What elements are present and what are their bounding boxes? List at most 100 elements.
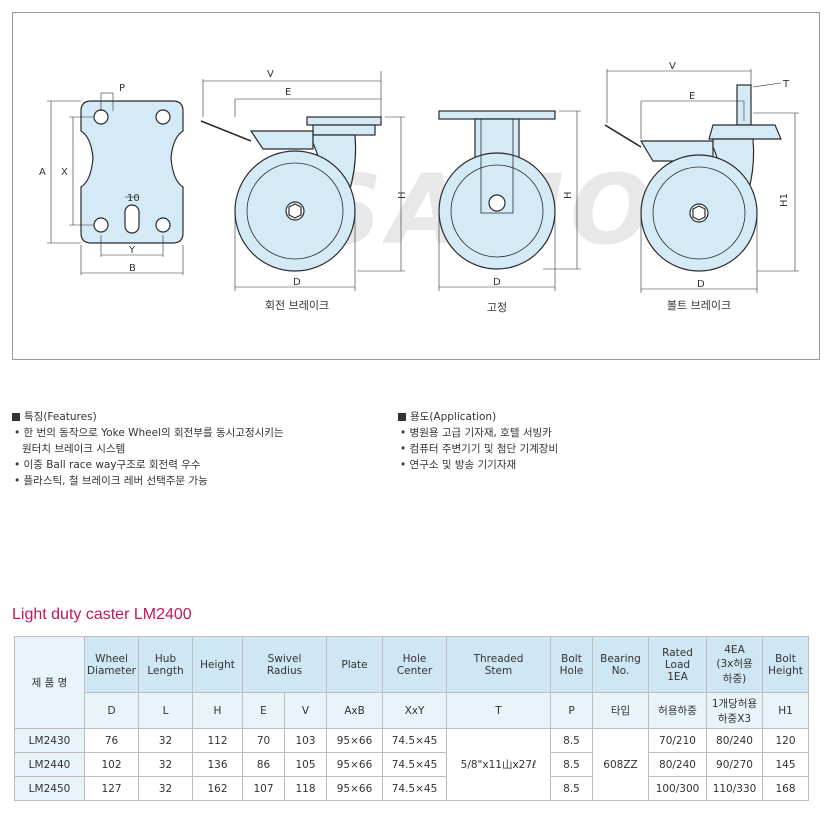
sub-header-type: 타입 [592, 692, 649, 729]
cell-axb: 95×66 [326, 776, 383, 801]
sub-header-d: D [84, 692, 139, 729]
sub-header-l: L [138, 692, 193, 729]
feature-item: • 이중 Ball race way구조로 회전력 우수 [14, 459, 201, 471]
cell-name: LM2450 [14, 776, 85, 801]
sub-header-v: V [284, 692, 327, 729]
sub-header-axb: AxB [326, 692, 383, 729]
cell-h: 136 [192, 752, 243, 777]
cell-l: 32 [138, 776, 193, 801]
cell-p: 8.5 [550, 776, 593, 801]
col-header-plate: Plate [326, 636, 383, 693]
dim-label-a: A [39, 167, 46, 178]
bolt-brake-caster-drawing [604, 69, 799, 293]
dim-label-10: 10 [127, 193, 140, 204]
cell-bearing: 608ZZ [592, 728, 649, 801]
cell-name: LM2430 [14, 728, 85, 753]
dim-label-y: Y [128, 245, 136, 256]
features-section: 특징(Features) • 한 번의 동작으로 Yoke Wheel의 회전부… [12, 409, 284, 489]
application-heading: 용도(Application) [398, 409, 558, 425]
col-header-height: Height [192, 636, 243, 693]
swivel-dim-h: H [397, 191, 408, 199]
table-row: LM2440 102 32 136 86 105 95×66 74.5×45 8… [14, 752, 809, 777]
fixed-dim-h: H [563, 191, 574, 199]
cell-e: 70 [242, 728, 285, 753]
sub-header-t: T [446, 692, 551, 729]
table-row: LM2430 76 32 112 70 103 95×66 74.5×45 5/… [14, 728, 809, 801]
cell-axb: 95×66 [326, 728, 383, 753]
cell-rated: 100/300 [648, 776, 707, 801]
cell-four: 90/270 [706, 752, 763, 777]
cell-stem: 5/8"x11山x27ℓ [446, 728, 551, 801]
feature-item: • 한 번의 동작으로 Yoke Wheel의 회전부를 동시고정시키는 [14, 427, 284, 439]
cell-axb: 95×66 [326, 752, 383, 777]
diagram-panel: SAMO P [12, 12, 820, 360]
sub-header-h1: H1 [762, 692, 809, 729]
square-bullet-icon [398, 413, 406, 421]
swivel-dim-v: V [267, 69, 274, 80]
cell-h: 112 [192, 728, 243, 753]
cell-four: 80/240 [706, 728, 763, 753]
cell-v: 105 [284, 752, 327, 777]
cell-rated: 80/240 [648, 752, 707, 777]
dim-label-b: B [129, 263, 136, 274]
feature-item-continued: 원터치 브레이크 시스템 [22, 443, 126, 455]
cell-l: 32 [138, 752, 193, 777]
cell-name: LM2440 [14, 752, 85, 777]
application-item: • 병원용 고급 기자재, 호텔 서빙카 [400, 427, 552, 439]
application-section: 용도(Application) • 병원용 고급 기자재, 호텔 서빙카 • 컴… [398, 409, 558, 473]
cell-d: 76 [84, 728, 139, 753]
cell-d: 102 [84, 752, 139, 777]
table-title: Light duty caster LM2400 [12, 606, 192, 623]
dim-label-x: X [61, 167, 68, 178]
caster-drawings: SAMO P [39, 61, 799, 293]
sub-header-h: H [192, 692, 243, 729]
bolt-dim-v: V [669, 61, 676, 72]
cell-xxy: 74.5×45 [382, 728, 447, 753]
table-row: LM2450 127 32 162 107 118 95×66 74.5×45 … [14, 776, 809, 801]
swivel-dim-e: E [285, 87, 291, 98]
feature-item: • 플라스틱, 철 브레이크 레버 선택주문 가능 [14, 475, 208, 487]
cell-l: 32 [138, 728, 193, 753]
cell-xxy: 74.5×45 [382, 776, 447, 801]
sub-header-p: P [550, 692, 593, 729]
cell-h1: 168 [762, 776, 809, 801]
cell-p: 8.5 [550, 728, 593, 753]
cell-v: 103 [284, 728, 327, 753]
fixed-caster-drawing [438, 110, 581, 291]
sub-header-load: 허용하중 [648, 692, 707, 729]
square-bullet-icon [12, 413, 20, 421]
dim-label-p: P [119, 83, 125, 94]
caption-bolt-brake: 볼트 브레이크 [666, 299, 732, 312]
cell-p: 8.5 [550, 752, 593, 777]
caption-swivel-brake: 회전 브레이크 [264, 299, 330, 312]
features-heading: 특징(Features) [12, 409, 284, 425]
fixed-dim-d: D [493, 277, 501, 288]
cell-h1: 120 [762, 728, 809, 753]
cell-e: 86 [242, 752, 285, 777]
bolt-dim-d: D [697, 279, 705, 290]
application-item: • 컴퓨터 주변기기 및 첨단 기계장비 [400, 443, 559, 455]
bolt-dim-t: T [782, 79, 790, 90]
bolt-dim-h1: H1 [779, 193, 790, 207]
cell-xxy: 74.5×45 [382, 752, 447, 777]
cell-four: 110/330 [706, 776, 763, 801]
cell-rated: 70/210 [648, 728, 707, 753]
cell-d: 127 [84, 776, 139, 801]
col-header-name: 제 품 명 [14, 636, 85, 729]
application-item: • 연구소 및 방송 기기자재 [400, 459, 517, 471]
top-plate-drawing [47, 92, 184, 275]
cell-h1: 145 [762, 752, 809, 777]
cell-v: 118 [284, 776, 327, 801]
bolt-dim-e: E [689, 91, 695, 102]
